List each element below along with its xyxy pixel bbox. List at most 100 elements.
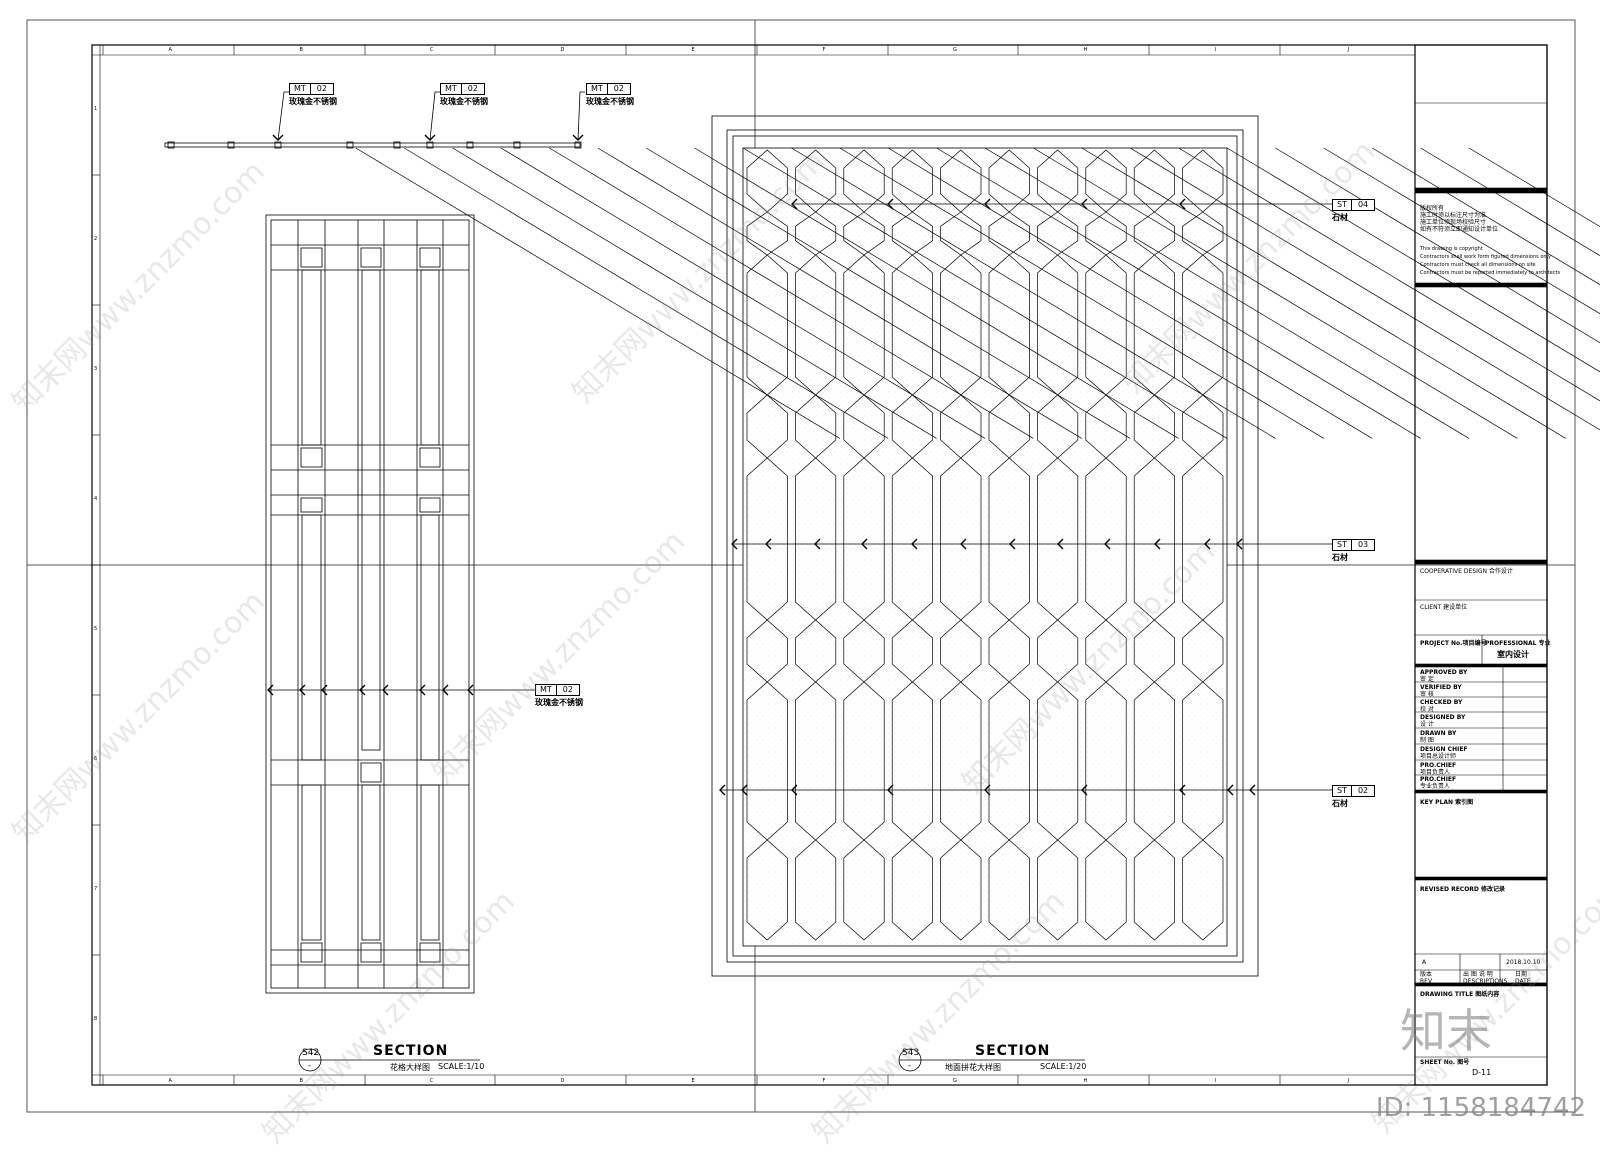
role-en: PRO.CHIEF (1420, 762, 1457, 769)
leader-arrow (1009, 538, 1016, 550)
leader-arrow (861, 538, 868, 550)
hex-tile (1085, 149, 1127, 213)
leader-arrow (887, 784, 894, 796)
section-title: SECTION (975, 1043, 1051, 1059)
rev-col-cn: 版本 (1420, 971, 1433, 978)
pattern-diagonal (404, 147, 889, 439)
hex-tile (1085, 254, 1127, 396)
leader-arrow (1179, 198, 1186, 210)
leader-arrow (1081, 784, 1088, 796)
hex-tile (1085, 457, 1127, 621)
pattern-diagonal (1468, 147, 1600, 228)
hex-tile (940, 681, 982, 841)
tag-num: 02 (606, 84, 630, 94)
hex-tile (843, 211, 885, 256)
hex-tile (988, 681, 1030, 841)
section-scale: SCALE:1/10 (438, 1062, 485, 1071)
rev-date: 2018.10.10 (1506, 959, 1541, 966)
pattern-diagonal (888, 147, 1373, 439)
role-cn: 项目总设计师 (1420, 753, 1457, 760)
grid-letter: H (1084, 1078, 1088, 1084)
copyright-line: This drawing is copyright (1420, 246, 1483, 252)
grid-letter: F (823, 47, 826, 53)
role-en: DESIGNED BY (1420, 714, 1466, 721)
leader-arrow (272, 134, 284, 141)
role-en: DESIGN CHIEF (1420, 746, 1468, 753)
grid-number: 5 (94, 626, 97, 632)
tag-code: ST (1337, 786, 1347, 795)
hex-tile (988, 149, 1030, 213)
leader-arrow (1057, 538, 1064, 550)
grid-letter: B (300, 1078, 304, 1084)
grid-letter: F (823, 1078, 826, 1084)
professional: PROFESSIONAL 专业 (1485, 640, 1551, 647)
lattice-panel (265, 214, 475, 994)
leader-arrow (321, 684, 328, 696)
hex-tile (795, 619, 837, 683)
copyright-line: 施工时须以标注尺寸为准 (1420, 212, 1487, 219)
tag-num: 02 (309, 84, 333, 94)
project-no: PROJECT No.项目编号 (1420, 640, 1487, 647)
hex-tile (940, 619, 982, 683)
grid-letter: B (300, 47, 304, 53)
coop-design: COOPERATIVE DESIGN 合作设计 (1420, 568, 1513, 575)
hex-tile (940, 839, 982, 941)
role-cn: 制 图 (1420, 737, 1434, 744)
pattern-diagonal (500, 147, 986, 439)
leader-arrow (765, 538, 772, 550)
lattice-cell (419, 942, 441, 963)
strip-node (574, 141, 582, 149)
section-sub: - (308, 1061, 311, 1070)
material-label: 石材 (1332, 553, 1348, 562)
strip-node (426, 141, 434, 149)
grid-letter: I (1215, 47, 1216, 53)
material-label: 玫瑰金不锈钢 (289, 97, 337, 106)
section-sub: - (908, 1061, 911, 1070)
hex-tile (795, 681, 837, 841)
drawing-title: DRAWING TITLE 图纸内容 (1420, 991, 1500, 998)
grid-letter: A (169, 47, 173, 53)
lattice-cell (300, 942, 323, 963)
hex-tile (988, 457, 1030, 621)
revised-record: REVISED RECORD 修改记录 (1420, 886, 1505, 893)
leader-arrow (1154, 538, 1161, 550)
id-text: ID: 1158184742 (1375, 1093, 1586, 1123)
strip-node (513, 141, 521, 149)
lattice-cell (300, 447, 323, 468)
lattice-slot (420, 514, 440, 761)
copyright-line: Contractors shall work form figured dime… (1420, 254, 1551, 260)
strip-node (466, 141, 474, 149)
leader-arrow (1204, 538, 1211, 550)
hex-tile (843, 457, 885, 621)
leader-line (577, 91, 585, 141)
hex-tile (1085, 681, 1127, 841)
grid-number: 1 (94, 106, 97, 112)
section-scale: SCALE:1/20 (1040, 1062, 1087, 1071)
hex-tile (1037, 681, 1079, 841)
rev-col-en: DATE (1515, 978, 1531, 985)
lattice-cell (419, 497, 441, 513)
hex-tile (940, 254, 982, 396)
leader-arrow (960, 538, 967, 550)
hex-tile (795, 254, 837, 396)
leader-arrow (791, 784, 798, 796)
grid-letter: J (1347, 47, 1349, 53)
leader-arrow (467, 684, 474, 696)
copyright-cn: 版权所有 施工时须以标注尺寸为准 施工单位须现场校验尺寸 如有不符须立即通知设计… (1420, 205, 1498, 233)
hex-tile (1037, 254, 1079, 396)
pattern-diagonal (984, 147, 1470, 439)
grid-letter: G (953, 1078, 957, 1084)
hex-tile (1182, 211, 1224, 256)
professional-value: 室内设计 (1497, 650, 1529, 659)
lattice-cell (419, 447, 441, 468)
pattern-diagonal (1420, 147, 1600, 257)
leader-arrow (887, 198, 894, 210)
lattice-slot (420, 784, 440, 941)
grid-letter: D (561, 47, 565, 53)
lattice-cell (360, 247, 382, 268)
strip-node (393, 141, 401, 149)
hex-tile (1182, 457, 1224, 621)
